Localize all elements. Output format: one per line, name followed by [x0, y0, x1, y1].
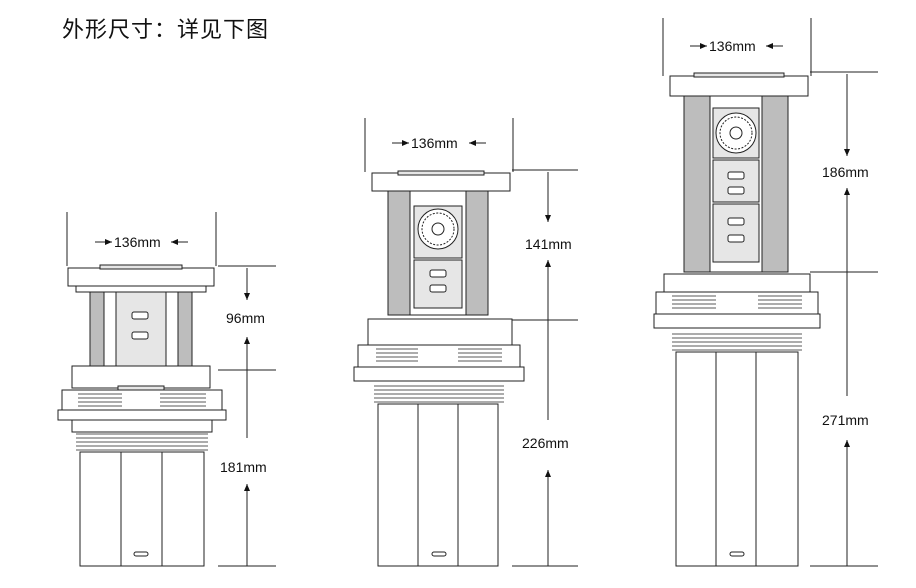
small-width-label: 136mm [114, 234, 161, 250]
small-bottom-height-label: 181mm [220, 459, 267, 475]
large-top-height-label: 186mm [822, 164, 869, 180]
large-bottom-height-label: 271mm [822, 412, 869, 428]
medium-top-height-label: 141mm [525, 236, 572, 252]
medium-unit-drawing: 136mm [353, 118, 578, 567]
medium-width-label: 136mm [411, 135, 458, 151]
medium-bottom-height-label: 226mm [522, 435, 569, 451]
small-unit-drawing: 136mm [57, 212, 276, 567]
large-width-label: 136mm [709, 38, 756, 54]
page-title: 外形尺寸：详见下图 [62, 18, 270, 43]
large-unit-drawing: 136mm [653, 18, 878, 567]
small-top-height-label: 96mm [226, 310, 265, 326]
